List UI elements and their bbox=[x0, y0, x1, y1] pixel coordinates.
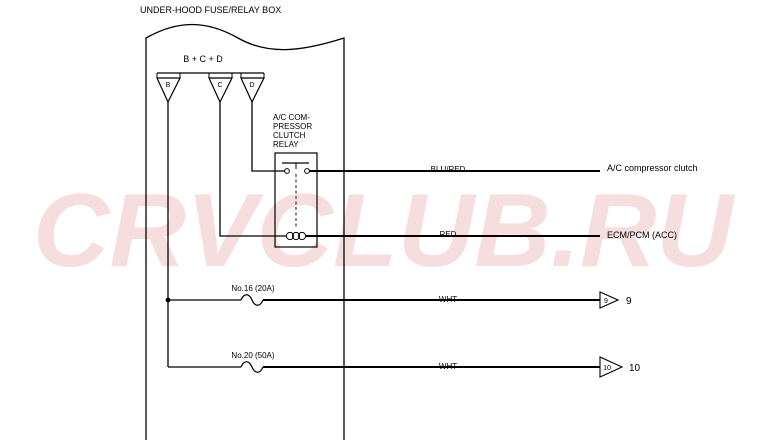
relay-label-line-3: CLUTCH bbox=[273, 131, 306, 140]
terminal-c-label: C bbox=[217, 82, 222, 89]
box-title: UNDER-HOOD FUSE/RELAY BOX bbox=[140, 5, 281, 15]
wire-terminal-c bbox=[219, 102, 286, 237]
terminal-c: C bbox=[208, 73, 233, 104]
terminal-d: D bbox=[240, 73, 265, 104]
fuse-20-wire-label: WHT bbox=[439, 362, 457, 371]
fuse-16-label: No.16 (20A) bbox=[231, 284, 274, 293]
connector-9-arrow bbox=[599, 291, 620, 309]
destination-ac-compressor-clutch: A/C compressor clutch bbox=[607, 163, 698, 173]
circuit-9-label: 9 bbox=[626, 296, 632, 307]
relay-label-line-1: A/C COM- bbox=[273, 113, 310, 122]
relay-coil bbox=[285, 231, 307, 241]
fuse-16-branch: No.16 (20A) WHT 9 9 bbox=[168, 284, 632, 309]
fuse-20-label: No.20 (50A) bbox=[231, 351, 274, 360]
relay-label-line-4: RELAY bbox=[273, 140, 299, 149]
terminal-d-label: D bbox=[249, 82, 254, 89]
bus-label: B + C + D bbox=[183, 54, 223, 64]
wire-red-label: RED bbox=[440, 230, 457, 239]
fuse-relay-box-outline bbox=[145, 23, 345, 440]
circuit-10-label: 10 bbox=[629, 363, 641, 374]
terminal-b: B bbox=[156, 73, 181, 104]
fuse-16-symbol bbox=[240, 294, 264, 306]
fuse-20-branch: No.20 (50A) WHT 10 10 bbox=[168, 351, 641, 378]
fuse-16-wire-label: WHT bbox=[439, 295, 457, 304]
relay-label-line-2: PRESSOR bbox=[273, 122, 312, 131]
wire-terminal-d bbox=[251, 102, 285, 172]
connector-10-label: 10 bbox=[603, 365, 611, 372]
destination-ecm-pcm: ECM/PCM (ACC) bbox=[607, 230, 677, 240]
watermark: CRVCLUB.RU bbox=[33, 173, 736, 289]
terminal-b-label: B bbox=[166, 82, 171, 89]
fuse-20-symbol bbox=[240, 361, 264, 373]
ac-compressor-clutch-relay bbox=[274, 152, 318, 248]
connector-10-arrow bbox=[599, 356, 624, 378]
connector-9-label: 9 bbox=[604, 298, 608, 305]
wire-blu-red-label: BLU/RED bbox=[431, 165, 466, 174]
